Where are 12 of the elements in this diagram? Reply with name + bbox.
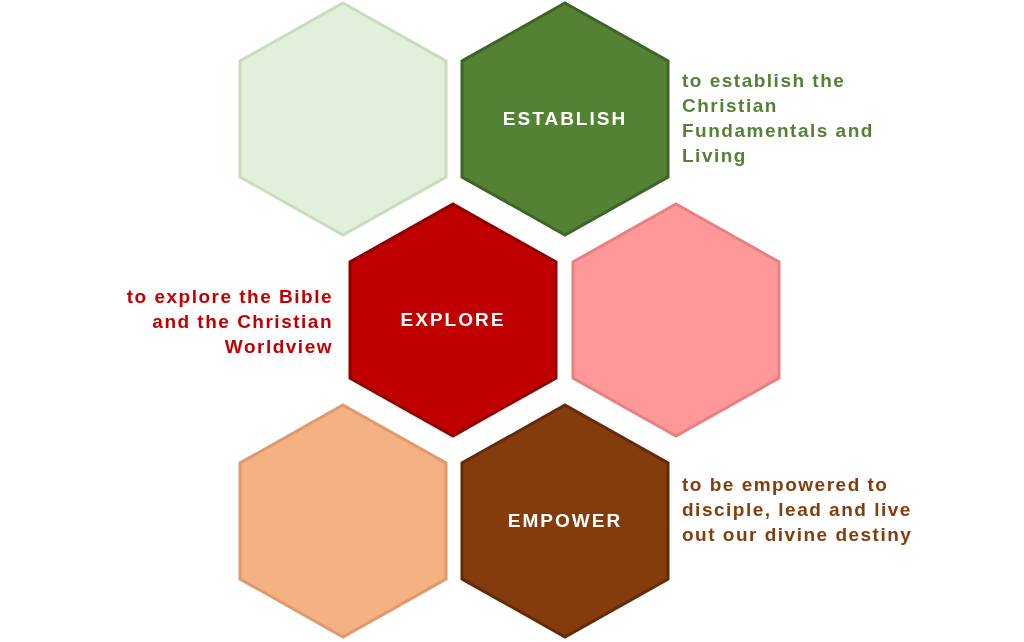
- hexagon-label: EXPLORE: [400, 309, 506, 331]
- hexagon-label: ESTABLISH: [502, 108, 628, 130]
- description-text: to establish the Christian Fundamentals and Living: [682, 69, 875, 168]
- hexagon: [460, 403, 670, 639]
- hexagon: [238, 1, 448, 237]
- hexagon: [571, 202, 781, 438]
- hexagon-label: EMPOWER: [507, 510, 623, 532]
- description-text: to be empowered to disciple, lead and live out our divine destiny: [682, 473, 914, 547]
- hexagon: [238, 403, 448, 639]
- hexagon: [348, 202, 558, 438]
- description-text: to explore the Bible and the Christian Worldview: [125, 285, 333, 359]
- hexagon: [460, 1, 670, 237]
